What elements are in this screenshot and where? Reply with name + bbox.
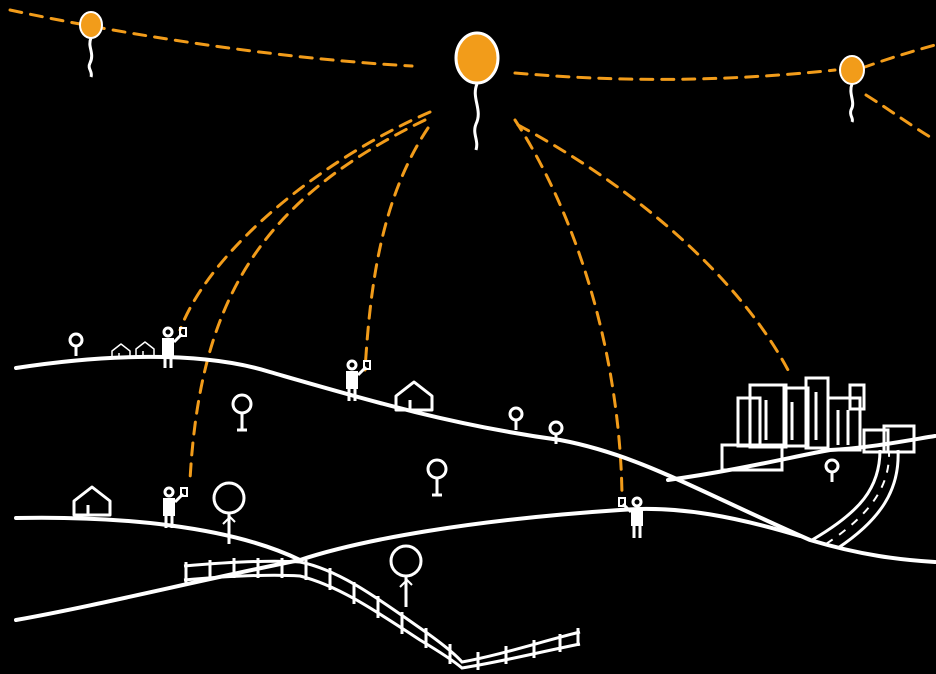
tree-icon bbox=[70, 334, 82, 356]
tree-icon bbox=[391, 546, 421, 607]
link-to-person-2 bbox=[190, 120, 425, 480]
link-to-person-3 bbox=[365, 128, 428, 370]
fence-icon bbox=[184, 558, 580, 670]
terrain-lines bbox=[16, 357, 935, 620]
city-buildings-icon bbox=[722, 378, 914, 470]
link-right-balloon-to-edge bbox=[862, 45, 935, 68]
link-to-person-4 bbox=[515, 120, 622, 495]
balloon-icon bbox=[840, 56, 864, 122]
tree-icon bbox=[826, 460, 838, 482]
tree-icon bbox=[428, 460, 446, 495]
link-balloon-left-to-center bbox=[10, 10, 412, 66]
balloon-icon bbox=[456, 33, 498, 150]
tree-icon bbox=[510, 408, 522, 430]
house-icon bbox=[74, 487, 110, 515]
person-icon bbox=[162, 328, 186, 368]
link-to-person-1 bbox=[180, 112, 430, 330]
link-right-balloon-down bbox=[866, 95, 935, 140]
link-center-to-right-balloon bbox=[515, 70, 835, 79]
person-icon bbox=[619, 498, 643, 538]
balloon-icon bbox=[80, 12, 102, 77]
house-icon bbox=[136, 342, 154, 356]
hill-middle-line bbox=[16, 509, 800, 560]
tree-icon bbox=[233, 395, 251, 430]
house-icon bbox=[396, 382, 432, 410]
link-to-city bbox=[518, 125, 788, 370]
person-icon bbox=[163, 488, 187, 528]
